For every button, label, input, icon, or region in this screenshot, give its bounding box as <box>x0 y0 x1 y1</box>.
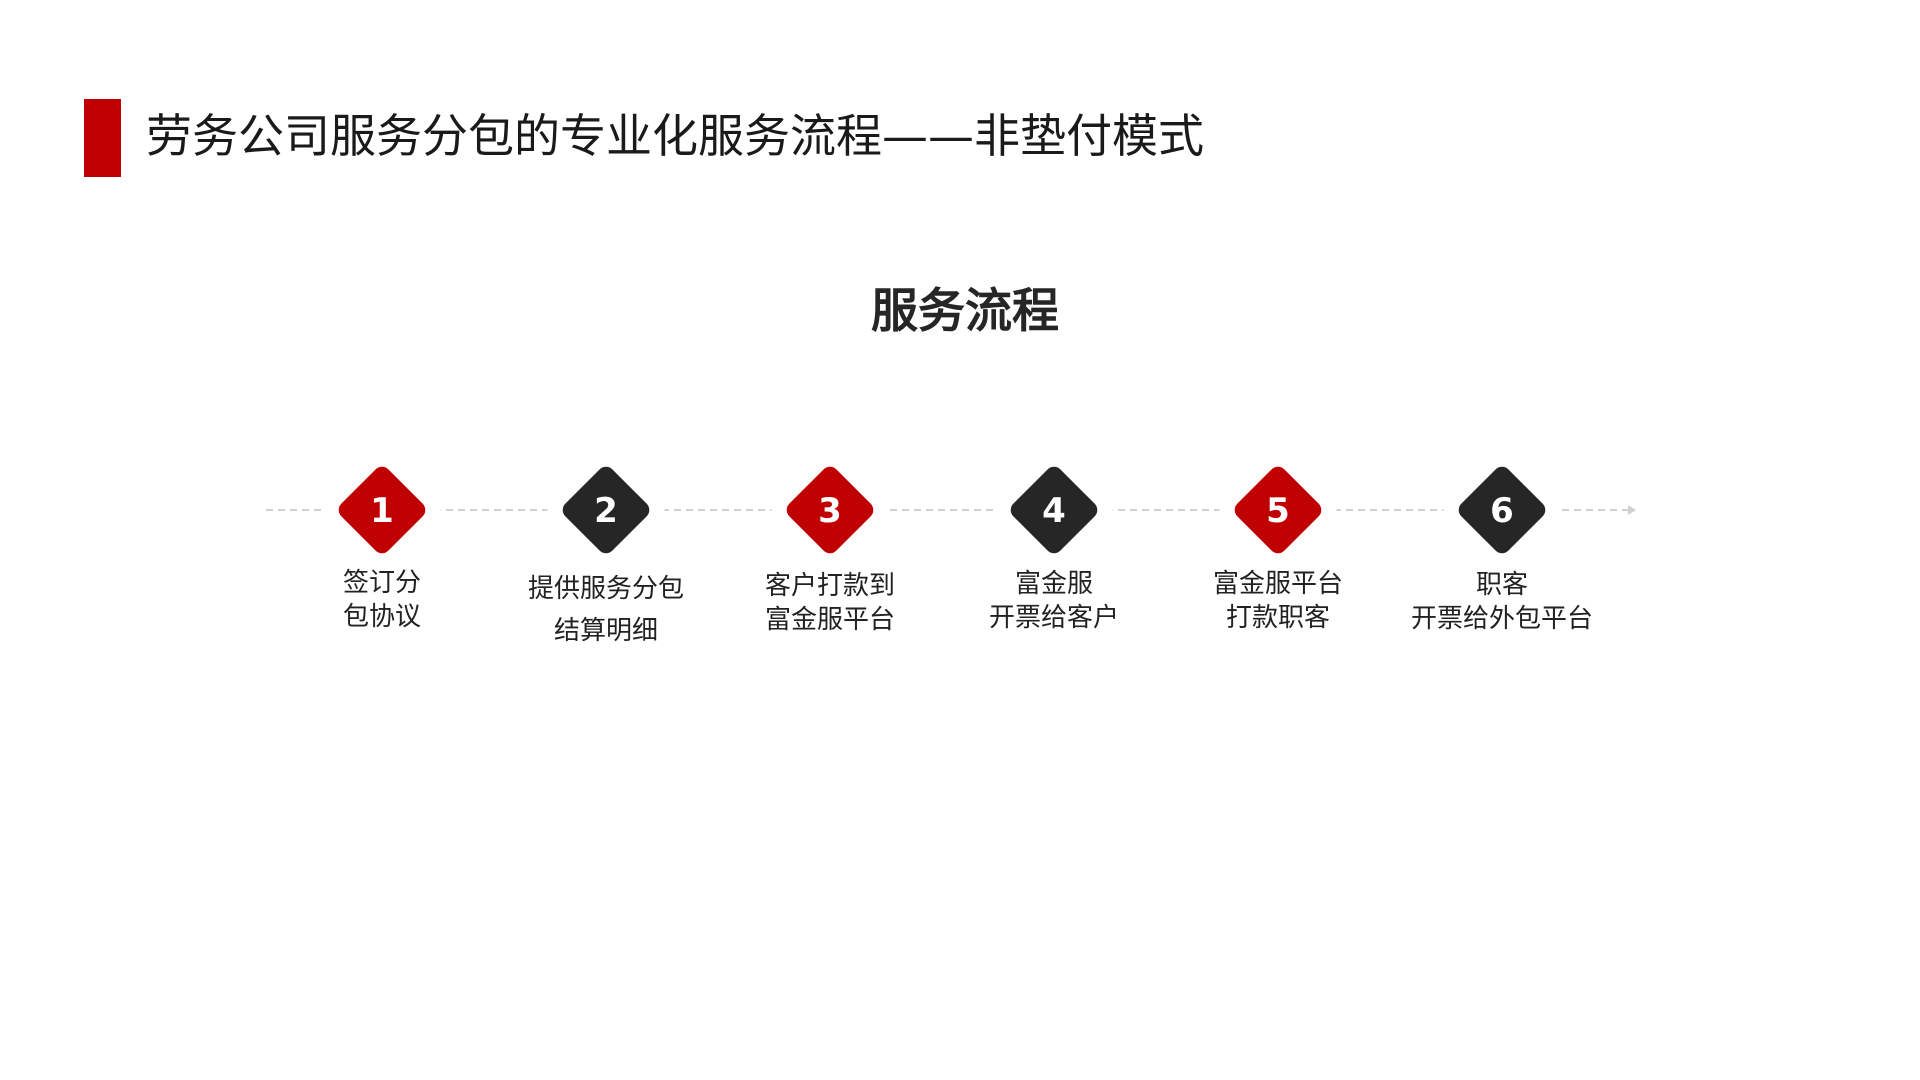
step-3-number: 3 <box>818 491 842 531</box>
step-4-diamond: 4 <box>995 451 1113 569</box>
step-3-label-line2: 富金服平台 <box>764 605 895 635</box>
step-1-diamond: 1 <box>323 451 441 569</box>
step-6-label-line2: 开票给外包平台 <box>1410 604 1593 634</box>
step-1-label: 签订分包协议 <box>262 566 502 634</box>
step-5-number: 5 <box>1266 491 1290 531</box>
step-1-number: 1 <box>370 491 394 531</box>
step-4-shape <box>1010 466 1098 554</box>
step-2-label-line1: 提供服务分包 <box>527 574 684 604</box>
step-2-label: 提供服务分包结算明细 <box>486 572 726 648</box>
connector-arrowhead <box>1628 505 1636 515</box>
step-5-label: 富金服平台打款职客 <box>1158 567 1398 635</box>
step-6-shape <box>1458 466 1546 554</box>
step-1-label-line1: 签订分 <box>342 568 421 598</box>
step-4-label: 富金服开票给客户 <box>934 567 1174 635</box>
step-2-label-line2: 结算明细 <box>553 616 658 646</box>
step-2-number: 2 <box>594 491 618 531</box>
title-accent-bar <box>84 99 121 177</box>
step-5-shape <box>1234 466 1322 554</box>
step-6-number: 6 <box>1490 491 1514 531</box>
step-1-shape <box>338 466 426 554</box>
step-2-diamond: 2 <box>547 451 665 569</box>
step-3-label: 客户打款到富金服平台 <box>710 569 950 637</box>
step-3-label-line1: 客户打款到 <box>764 571 895 601</box>
step-1-label-line2: 包协议 <box>342 602 421 632</box>
step-6-diamond: 6 <box>1442 450 1561 569</box>
step-2-shape <box>562 466 650 554</box>
step-5-diamond: 5 <box>1218 450 1337 569</box>
slide-title: 劳务公司服务分包的专业化服务流程——非垫付模式 <box>146 109 1204 163</box>
step-3-diamond: 3 <box>771 451 889 569</box>
step-4-label-line2: 开票给客户 <box>988 603 1119 633</box>
step-5-label-line2: 打款职客 <box>1225 603 1330 633</box>
connector-line <box>266 505 1636 515</box>
step-4-label-line1: 富金服 <box>1014 569 1093 599</box>
step-4-number: 4 <box>1042 491 1066 531</box>
step-5-label-line1: 富金服平台 <box>1212 569 1343 599</box>
section-heading: 服务流程 <box>871 284 1059 339</box>
step-3-shape <box>786 466 874 554</box>
step-6-label-line1: 职客 <box>1475 570 1528 600</box>
step-6-label: 职客开票给外包平台 <box>1382 568 1622 636</box>
